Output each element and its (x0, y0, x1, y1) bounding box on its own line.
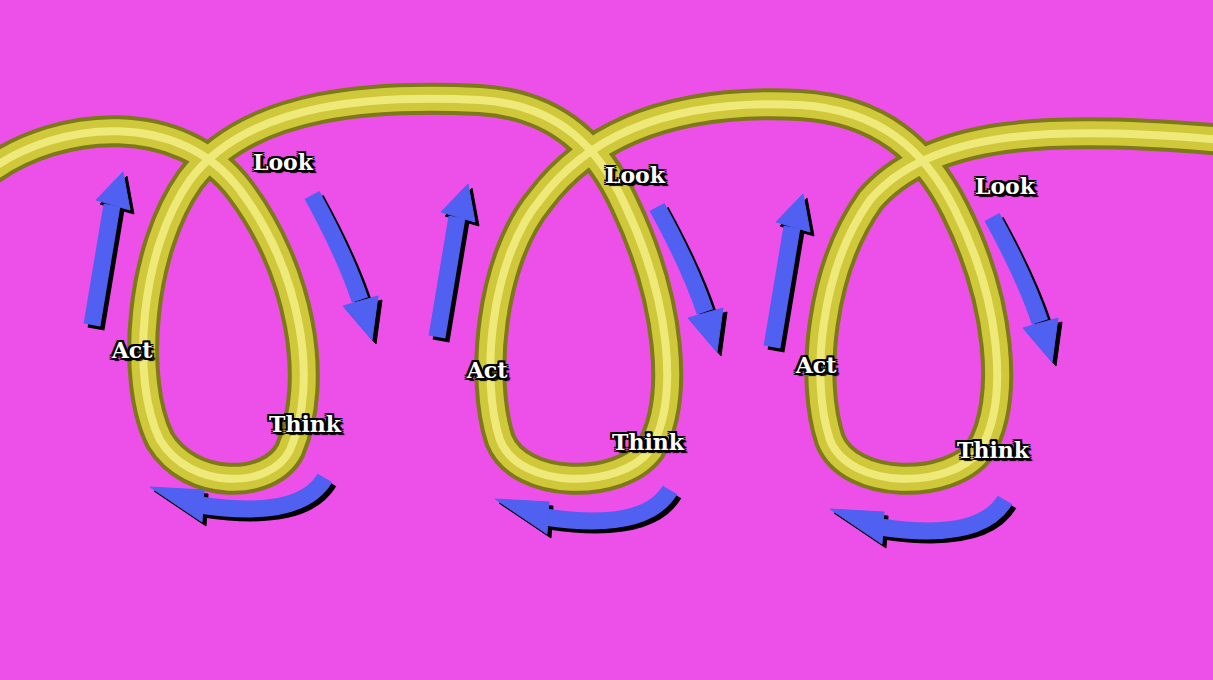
cycle-label: Look (253, 151, 313, 173)
cycle-label: Look (975, 175, 1035, 197)
cycle-label: Act (796, 354, 837, 376)
cycle-label: Look (605, 164, 665, 186)
cycle-label: Think (269, 413, 341, 435)
cycle-label: Act (467, 359, 508, 381)
cycle-label: Think (612, 431, 684, 453)
cycle-label: Act (112, 339, 153, 361)
cycle-label: Think (957, 439, 1029, 461)
